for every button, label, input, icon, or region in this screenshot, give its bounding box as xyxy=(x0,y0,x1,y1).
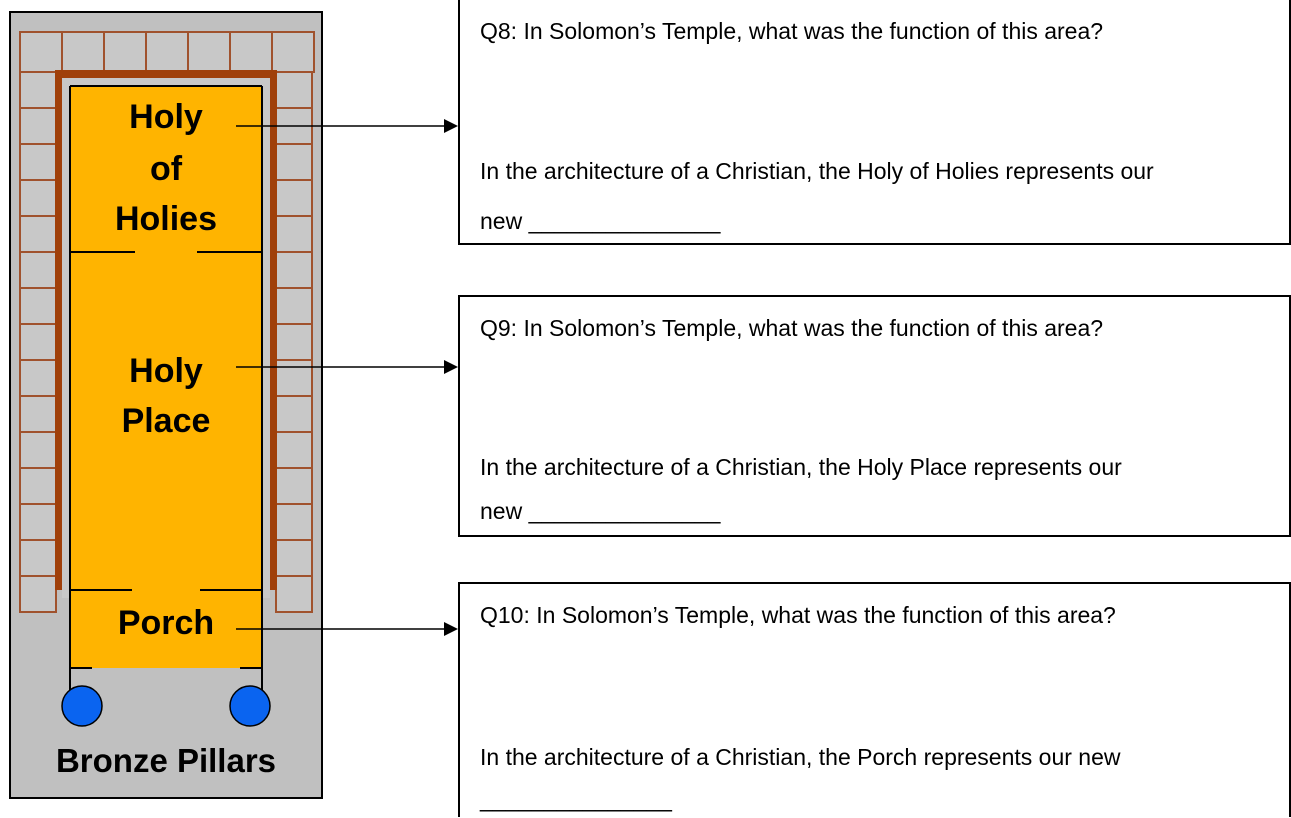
answer-blank[interactable]: new _______________ xyxy=(480,498,721,524)
brick xyxy=(275,323,313,361)
brick xyxy=(19,215,57,253)
brick xyxy=(275,575,313,613)
brick xyxy=(19,467,57,505)
question-box-q9: Q9: In Solomon’s Temple, what was the fu… xyxy=(458,295,1291,537)
holy-place-room xyxy=(70,252,262,590)
brick xyxy=(19,251,57,289)
brick xyxy=(275,287,313,325)
brick xyxy=(275,395,313,433)
prompt-text: In the architecture of a Christian, the … xyxy=(480,744,1121,770)
brick xyxy=(187,31,231,73)
brick xyxy=(19,359,57,397)
brick xyxy=(275,431,313,469)
brick xyxy=(275,143,313,181)
question-text: Q8: In Solomon’s Temple, what was the fu… xyxy=(480,18,1104,44)
prompt-text: In the architecture of a Christian, the … xyxy=(480,158,1154,184)
brick xyxy=(19,107,57,145)
brick xyxy=(19,539,57,577)
arrow-q10-head xyxy=(444,622,458,636)
brick xyxy=(275,215,313,253)
arrow-q8 xyxy=(236,119,458,133)
brick xyxy=(19,71,57,109)
brick xyxy=(275,179,313,217)
brick xyxy=(19,31,63,73)
holy-of-holies-room xyxy=(70,86,262,252)
brick xyxy=(145,31,189,73)
label-holy-of-holies-3: Holies xyxy=(115,200,217,238)
brick xyxy=(19,575,57,613)
brick xyxy=(19,143,57,181)
answer-blank[interactable]: new _______________ xyxy=(480,208,721,234)
answer-blank[interactable]: _______________ xyxy=(480,786,672,812)
brick xyxy=(275,539,313,577)
arrow-q8-head xyxy=(444,119,458,133)
brick xyxy=(19,431,57,469)
label-holy-place-1: Holy xyxy=(129,352,203,390)
brick xyxy=(275,359,313,397)
arrow-q9 xyxy=(236,360,458,374)
arrow-q10 xyxy=(236,622,458,636)
brick-wall xyxy=(19,31,315,613)
brick xyxy=(19,503,57,541)
brick xyxy=(229,31,273,73)
arrow-q9-head xyxy=(444,360,458,374)
label-holy-of-holies-2: of xyxy=(150,150,183,188)
brick xyxy=(61,31,105,73)
brick xyxy=(19,323,57,361)
prompt-text: In the architecture of a Christian, the … xyxy=(480,454,1122,480)
label-holy-place-2: Place xyxy=(122,402,211,440)
bronze-pillar-right xyxy=(229,685,271,727)
brick xyxy=(19,395,57,433)
label-bronze-pillars: Bronze Pillars xyxy=(56,742,276,779)
label-porch: Porch xyxy=(118,604,214,642)
brick xyxy=(275,503,313,541)
question-text: Q9: In Solomon’s Temple, what was the fu… xyxy=(480,315,1104,341)
brick xyxy=(19,287,57,325)
brick xyxy=(103,31,147,73)
temple-diagram: Holy of Holies Holy Place Porch Bronze P… xyxy=(9,11,458,799)
brick xyxy=(275,71,313,109)
brick xyxy=(275,467,313,505)
bronze-pillar-left xyxy=(61,685,103,727)
brick xyxy=(275,251,313,289)
brick xyxy=(19,179,57,217)
label-holy-of-holies-1: Holy xyxy=(129,98,203,136)
porch-room xyxy=(70,590,262,668)
question-box-q8: Q8: In Solomon’s Temple, what was the fu… xyxy=(458,0,1291,245)
question-box-q10: Q10: In Solomon’s Temple, what was the f… xyxy=(458,582,1291,817)
brick xyxy=(271,31,315,73)
question-text: Q10: In Solomon’s Temple, what was the f… xyxy=(480,602,1116,628)
